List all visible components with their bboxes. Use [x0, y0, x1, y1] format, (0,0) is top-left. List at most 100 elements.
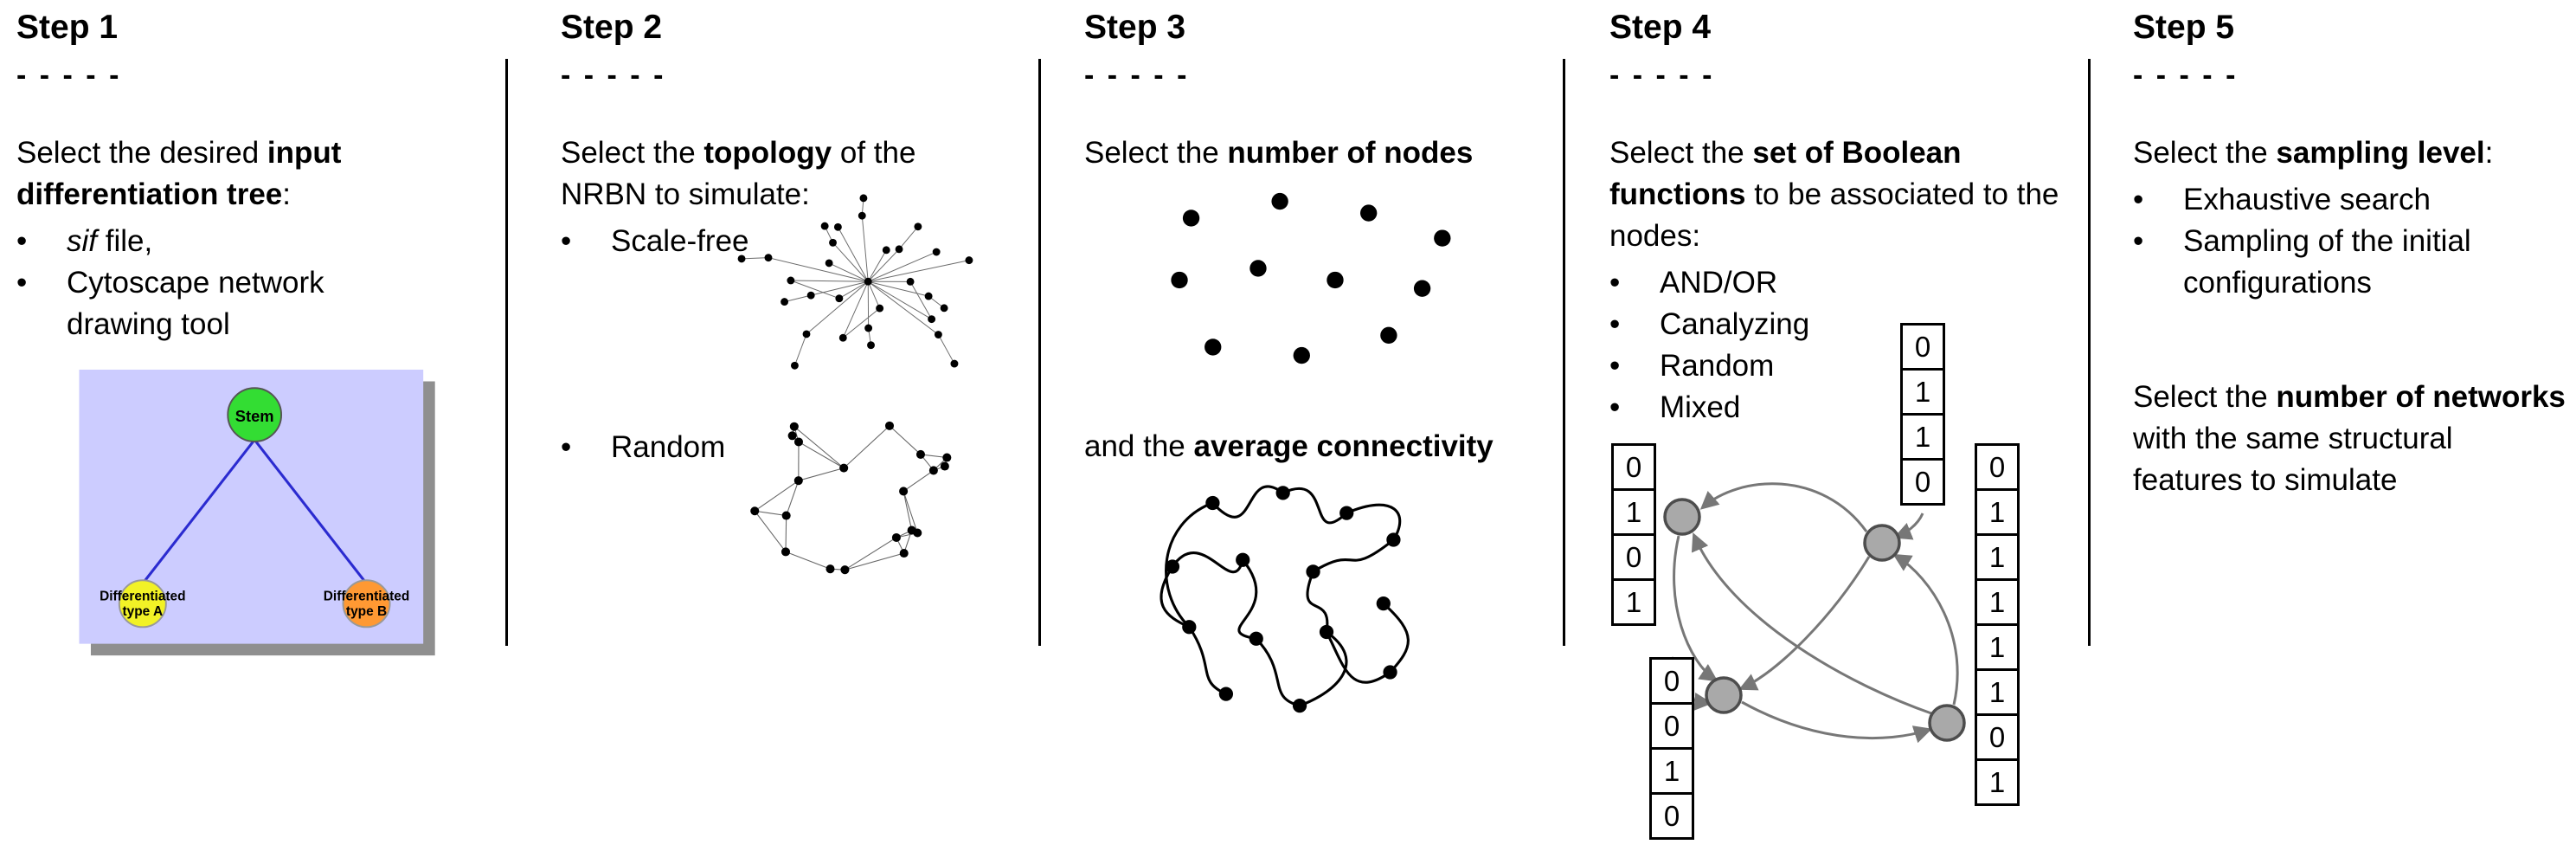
column-divider	[2088, 59, 2091, 646]
step-3-column: Step 3 - - - - - Select the number of no…	[1084, 0, 1556, 851]
step-5-column: Step 5 - - - - - Select the sampling lev…	[2133, 0, 2570, 501]
column-divider	[505, 59, 508, 646]
step-1-bullets: • sif file, •Cytoscape network drawing to…	[16, 221, 363, 345]
bullet-marker: •	[2133, 183, 2144, 216]
intro-bold: topology	[703, 136, 832, 170]
step-4-bullets: •AND/OR •Canalyzing •Random •Mixed	[1609, 262, 2088, 429]
truth-cell: 1	[1975, 623, 2020, 671]
truth-cell: 0	[1611, 533, 1656, 581]
text-bold: average connectivity	[1193, 429, 1494, 463]
truth-cell: 0	[1611, 443, 1656, 491]
step-4-intro: Select the set of Boolean functions to b…	[1609, 132, 2088, 257]
connectivity-network-graphic	[1160, 485, 1410, 713]
text-pre: Select the	[2133, 380, 2277, 414]
step-5-bullets: • Exhaustive search •Sampling of the init…	[2133, 179, 2570, 304]
step-3-intro: Select the number of nodes	[1084, 132, 1556, 174]
intro-post: to be associated to the nodes:	[1609, 177, 2059, 253]
bullet-marker: •	[1609, 307, 1621, 341]
step-title: Step 1	[16, 9, 119, 46]
type-b-label-line1: Differentiated	[324, 589, 410, 603]
column-divider	[1563, 59, 1565, 646]
step-title: Step 3	[1084, 9, 1186, 46]
step-dashes: - - - - -	[2133, 59, 2239, 92]
intro-post: :	[2484, 136, 2494, 170]
tree-edges	[141, 439, 368, 585]
bullet-marker: •	[561, 430, 572, 464]
bullet-text: sif file,	[67, 221, 152, 262]
bullet-text: Random	[611, 430, 726, 464]
stem-label: Stem	[235, 407, 274, 425]
network-node	[1663, 498, 1701, 536]
list-item: •Sampling of the initial configurations	[2133, 221, 2570, 304]
step-title: Step 5	[2133, 9, 2235, 46]
intro-pre: Select the	[561, 136, 704, 170]
step-2-column: Step 2 - - - - - Select the topology of …	[561, 0, 1004, 575]
list-item: • Canalyzing	[1609, 304, 2088, 345]
type-a-label-line1: Differentiated	[100, 589, 186, 603]
truth-cell: 0	[1975, 713, 2020, 761]
stem-node	[227, 387, 283, 442]
intro-bold: number of nodes	[1227, 136, 1474, 170]
bullet-text: Mixed	[1660, 390, 1741, 424]
bullet-text: Sampling of the initial configurations	[2183, 224, 2471, 300]
intro-post: :	[282, 177, 291, 211]
step-1-column: Step 1 - - - - - Select the desired inpu…	[16, 0, 488, 659]
network-nodes	[1663, 498, 1966, 742]
bullet-marker: •	[561, 224, 572, 258]
truth-cell: 1	[1975, 578, 2020, 626]
text-bold: number of networks	[2276, 380, 2566, 414]
step-dashes: - - - - -	[1609, 59, 1715, 92]
scale-free-network-graphic	[737, 194, 973, 370]
list-item: •AND/OR	[1609, 262, 2088, 304]
step-5-intro: Select the sampling level:	[2133, 132, 2570, 174]
truth-cell: 1	[1975, 758, 2020, 806]
bullet-italic: sif	[67, 224, 97, 258]
bullet-marker: •	[1609, 349, 1621, 383]
truth-cell: 1	[1975, 533, 2020, 581]
list-item: • Random	[1609, 345, 2088, 387]
random-network-graphic	[750, 421, 952, 575]
text-pre: and the	[1084, 429, 1194, 463]
bullet-marker: •	[1609, 266, 1621, 300]
truth-cell: 1	[1975, 668, 2020, 716]
step-title: Step 4	[1609, 9, 1712, 46]
truth-cell: 0	[1975, 443, 2020, 491]
step-1-intro: Select the desired input differentiation…	[16, 132, 488, 216]
type-b-node	[342, 579, 391, 629]
network-node	[1928, 704, 1966, 742]
truth-cell: 0	[1900, 323, 1945, 371]
type-a-label-line2: type A	[123, 604, 164, 619]
step-2-bullets: •Scale-free •Random	[561, 221, 1004, 468]
type-a-node	[118, 579, 167, 629]
truth-cell: 0	[1649, 657, 1694, 705]
step-dashes: - - - - -	[561, 59, 666, 92]
bullet-text: Canalyzing	[1660, 307, 1810, 341]
nodes-dots-graphic	[1171, 192, 1451, 364]
bullet-marker: •	[16, 224, 28, 258]
intro-bold: set of Boolean functions	[1609, 136, 1962, 211]
truth-cell: 1	[1975, 488, 2020, 536]
intro-pre: Select the desired	[16, 136, 267, 170]
network-edges	[1670, 482, 1959, 744]
bullet-post: file,	[97, 224, 153, 258]
intro-post: of the NRBN to simulate:	[561, 136, 916, 211]
column-divider	[1038, 59, 1041, 646]
truth-cell: 0	[1900, 458, 1945, 506]
network-node	[1863, 524, 1901, 562]
bullet-text: Random	[1660, 349, 1775, 383]
list-item: •Mixed	[1609, 387, 2088, 429]
intro-pre: Select the	[1084, 136, 1228, 170]
intro-pre: Select the	[2133, 136, 2277, 170]
list-item: • Random	[561, 427, 1004, 468]
intro-bold: sampling level	[2276, 136, 2485, 170]
text-post: with the same structural features to sim…	[2133, 422, 2453, 497]
type-b-label-line2: type B	[346, 604, 387, 619]
truth-cell: 0	[1649, 792, 1694, 840]
truth-cell: 1	[1611, 488, 1656, 536]
step-dashes: - - - - -	[1084, 59, 1190, 92]
list-item: •Cytoscape network drawing tool	[16, 262, 363, 345]
bullet-text: Exhaustive search	[2183, 183, 2431, 216]
step-4-column: Step 4 - - - - - Select the set of Boole…	[1609, 0, 2088, 851]
